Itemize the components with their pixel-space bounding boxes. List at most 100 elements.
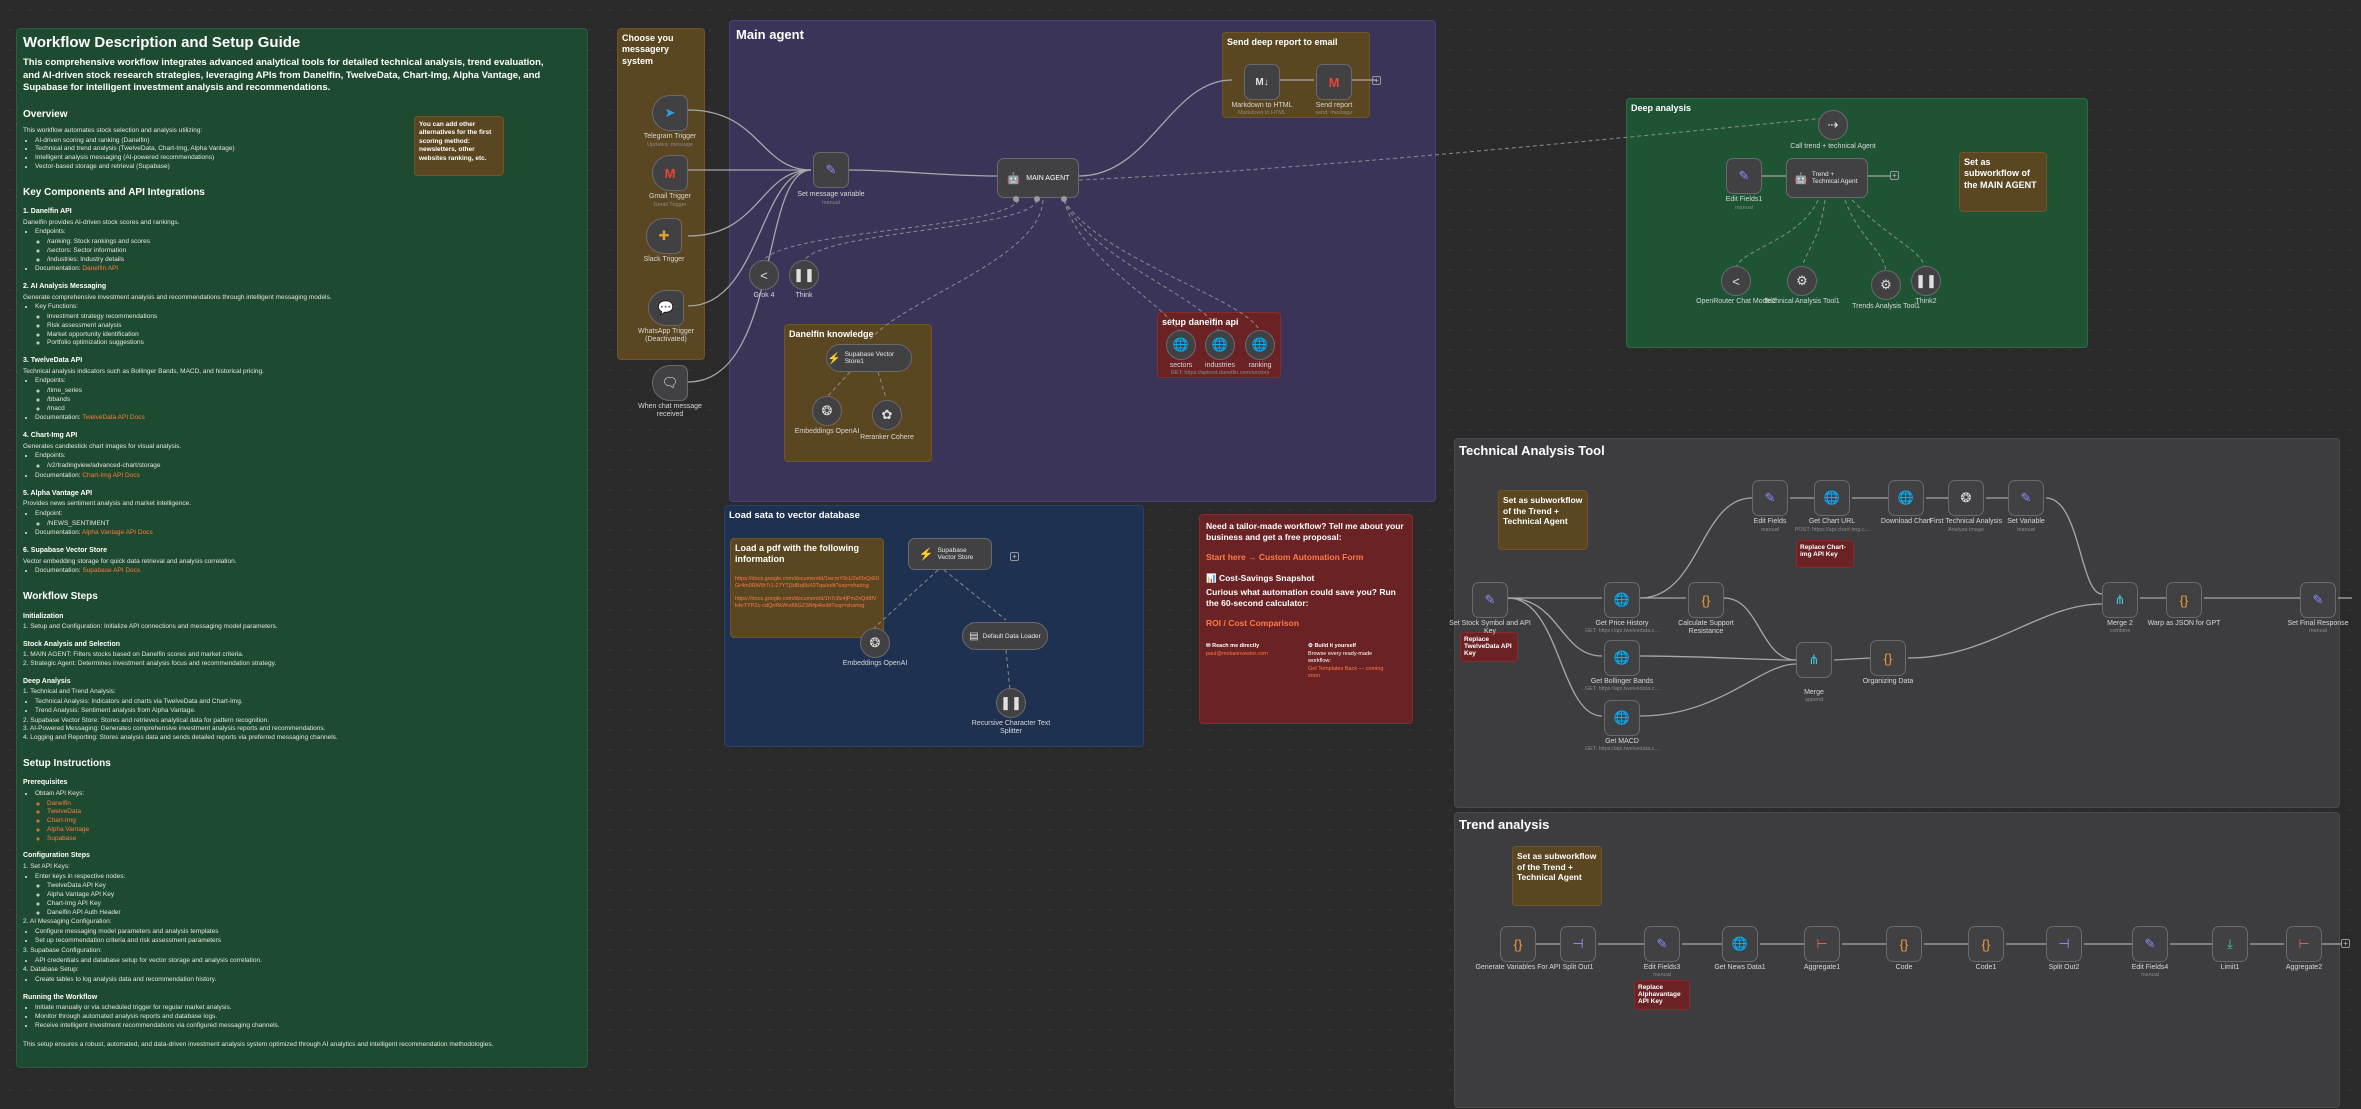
- reranker-node[interactable]: ✿: [872, 400, 902, 430]
- think-node[interactable]: ❚❚: [789, 260, 819, 290]
- gmail-icon: M: [664, 165, 676, 181]
- telegram-trigger-node[interactable]: ➤: [652, 95, 688, 131]
- macd-node[interactable]: 🌐: [1604, 700, 1640, 736]
- templates-link[interactable]: Get Templates Back — coming soon: [1308, 665, 1384, 679]
- edit-fields3-node[interactable]: ✎: [1644, 926, 1680, 962]
- chart-url-node[interactable]: 🌐: [1814, 480, 1850, 516]
- port[interactable]: [1061, 196, 1067, 202]
- supabase-doc-link[interactable]: Supabase API Docs: [82, 567, 141, 575]
- warp-json-node[interactable]: {}: [2166, 582, 2202, 618]
- markdown-node[interactable]: M↓: [1244, 64, 1280, 100]
- danelfin-doc-link[interactable]: Danelfin API: [82, 265, 119, 273]
- limit1-node[interactable]: ⤓: [2212, 926, 2248, 962]
- set-final-node[interactable]: ✎: [2300, 582, 2336, 618]
- openrouter-node[interactable]: <: [1721, 266, 1751, 296]
- set-variable-node[interactable]: ✎: [2008, 480, 2044, 516]
- alternatives-note[interactable]: You can add other alternatives for the f…: [414, 116, 504, 176]
- technical-tool-node[interactable]: ⚙: [1787, 266, 1817, 296]
- price-history-node[interactable]: 🌐: [1604, 582, 1640, 618]
- tailor-made-note[interactable]: Need a tailor-made workflow? Tell me abo…: [1199, 514, 1413, 724]
- steps-heading: Workflow Steps: [23, 591, 98, 603]
- code1-node[interactable]: {}: [1968, 926, 2004, 962]
- main-agent-node[interactable]: 🤖 MAIN AGENT: [997, 158, 1079, 198]
- email-link[interactable]: paul@molaeinvestor.com: [1206, 650, 1268, 657]
- prereq-link[interactable]: Chart-Img: [47, 817, 581, 826]
- guide-lead: This comprehensive workflow integrates a…: [23, 57, 544, 93]
- whatsapp-trigger-node[interactable]: 💬: [648, 290, 684, 326]
- reach-heading: ✉ Reach me directly: [1206, 643, 1260, 650]
- globe-icon: 🌐: [1613, 710, 1631, 725]
- gen-vars-node[interactable]: {}: [1500, 926, 1536, 962]
- trend-technical-agent-node[interactable]: 🤖 Trend + Technical Agent: [1786, 158, 1868, 198]
- chartimg-doc-link[interactable]: Chart-Img API Docs: [82, 471, 140, 479]
- edit-fields1-node[interactable]: ✎: [1726, 158, 1762, 194]
- embeddings1-node[interactable]: ❂: [812, 396, 842, 426]
- prereq-link[interactable]: Danelfin: [47, 800, 581, 809]
- list-item: Danelfin API Auth Header: [47, 909, 581, 918]
- news-data-node[interactable]: 🌐: [1722, 926, 1758, 962]
- call-trend-node[interactable]: ⇢: [1818, 110, 1848, 140]
- pdf-link-2[interactable]: https://docs.google.com/document/d/1h7c8…: [735, 595, 877, 609]
- list-item: /sectors: Sector information: [47, 247, 581, 256]
- port[interactable]: [1013, 196, 1019, 202]
- twelvedata-doc-link[interactable]: TwelveData API Docs: [82, 414, 145, 422]
- first-ta-node[interactable]: ❂: [1948, 480, 1984, 516]
- think2-node[interactable]: ❚❚: [1911, 266, 1941, 296]
- alphavantage-doc-link[interactable]: Alpha Vantage API Docs: [81, 529, 153, 537]
- supabase-store-node[interactable]: ⚡ Supabase Vector Store: [908, 538, 992, 570]
- sectors-node[interactable]: 🌐: [1166, 330, 1196, 360]
- add-node-button[interactable]: +: [2341, 939, 2350, 948]
- port[interactable]: [1034, 196, 1040, 202]
- globe-icon: 🌐: [1613, 650, 1631, 665]
- split-out1-node[interactable]: ⊣: [1560, 926, 1596, 962]
- code-node[interactable]: {}: [1886, 926, 1922, 962]
- add-node-button[interactable]: +: [1372, 76, 1381, 85]
- set-message-node[interactable]: ✎: [813, 152, 849, 188]
- embeddings2-node[interactable]: ❂: [860, 628, 890, 658]
- custom-automation-link[interactable]: Start here → Custom Automation Form: [1206, 551, 1364, 562]
- edit-fields-node[interactable]: ✎: [1752, 480, 1788, 516]
- default-loader-node[interactable]: ▤ Default Data Loader: [962, 622, 1048, 650]
- aggregate2-node[interactable]: ⊢: [2286, 926, 2322, 962]
- panel-title: Danelfin knowledge: [789, 329, 874, 339]
- bbands-node[interactable]: 🌐: [1604, 640, 1640, 676]
- code-icon: {}: [1899, 936, 1909, 952]
- roi-link[interactable]: ROI / Cost Comparison: [1206, 617, 1300, 628]
- list-item: Technical and trend analysis (TwelveData…: [35, 145, 581, 154]
- industries-node[interactable]: 🌐: [1205, 330, 1235, 360]
- prereq-link[interactable]: Alpha Vantage: [47, 826, 581, 835]
- globe-icon: 🌐: [1251, 337, 1269, 352]
- workflow-guide-note[interactable]: Workflow Description and Setup Guide Thi…: [16, 28, 588, 1068]
- prereq-link[interactable]: TwelveData: [47, 808, 581, 817]
- send-report-node[interactable]: M: [1316, 64, 1352, 100]
- supabase-store1-node[interactable]: ⚡ Supabase Vector Store1: [826, 344, 912, 372]
- set-stock-node[interactable]: ✎: [1472, 582, 1508, 618]
- replace-chartimg-note[interactable]: Replace Chart-img API Key: [1796, 540, 1854, 568]
- load-pdf-note[interactable]: Load a pdf with the following informatio…: [730, 538, 884, 638]
- node-label: Supabase Vector Store: [937, 547, 974, 561]
- subworkflow-trend-note-2[interactable]: Set as subworkflow of the Trend + Techni…: [1512, 846, 1602, 906]
- ranking-node[interactable]: 🌐: [1245, 330, 1275, 360]
- text-splitter-node[interactable]: ❚❚: [996, 688, 1026, 718]
- download-chart-node[interactable]: 🌐: [1888, 480, 1924, 516]
- merge-node[interactable]: ⋔: [1796, 642, 1832, 678]
- add-node-button[interactable]: +: [1010, 552, 1019, 561]
- replace-twelvedata-note[interactable]: Replace TwelveData API Key: [1460, 632, 1518, 662]
- merge2-node[interactable]: ⋔: [2102, 582, 2138, 618]
- pdf-link-1[interactable]: https://docs.google.com/document/d/1wcmY…: [735, 575, 879, 589]
- chat-trigger-node[interactable]: 🗨: [652, 365, 688, 401]
- split-out2-node[interactable]: ⊣: [2046, 926, 2082, 962]
- edit-fields4-node[interactable]: ✎: [2132, 926, 2168, 962]
- slack-trigger-node[interactable]: ✚: [646, 218, 682, 254]
- organizing-node[interactable]: {}: [1870, 640, 1906, 676]
- trends-tool-node[interactable]: ⚙: [1871, 270, 1901, 300]
- replace-alphavantage-note[interactable]: Replace Alphavantage API Key: [1634, 980, 1690, 1010]
- grok-model-node[interactable]: <: [749, 260, 779, 290]
- subworkflow-trend-note-1[interactable]: Set as subworkflow of the Trend + Techni…: [1498, 490, 1588, 550]
- aggregate1-node[interactable]: ⊢: [1804, 926, 1840, 962]
- subworkflow-main-note[interactable]: Set as subworkflow of the MAIN AGENT: [1959, 152, 2047, 212]
- calc-support-node[interactable]: {}: [1688, 582, 1724, 618]
- prereq-link[interactable]: Supabase: [47, 835, 581, 844]
- gmail-trigger-node[interactable]: M: [652, 155, 688, 191]
- add-node-button[interactable]: +: [1890, 171, 1899, 180]
